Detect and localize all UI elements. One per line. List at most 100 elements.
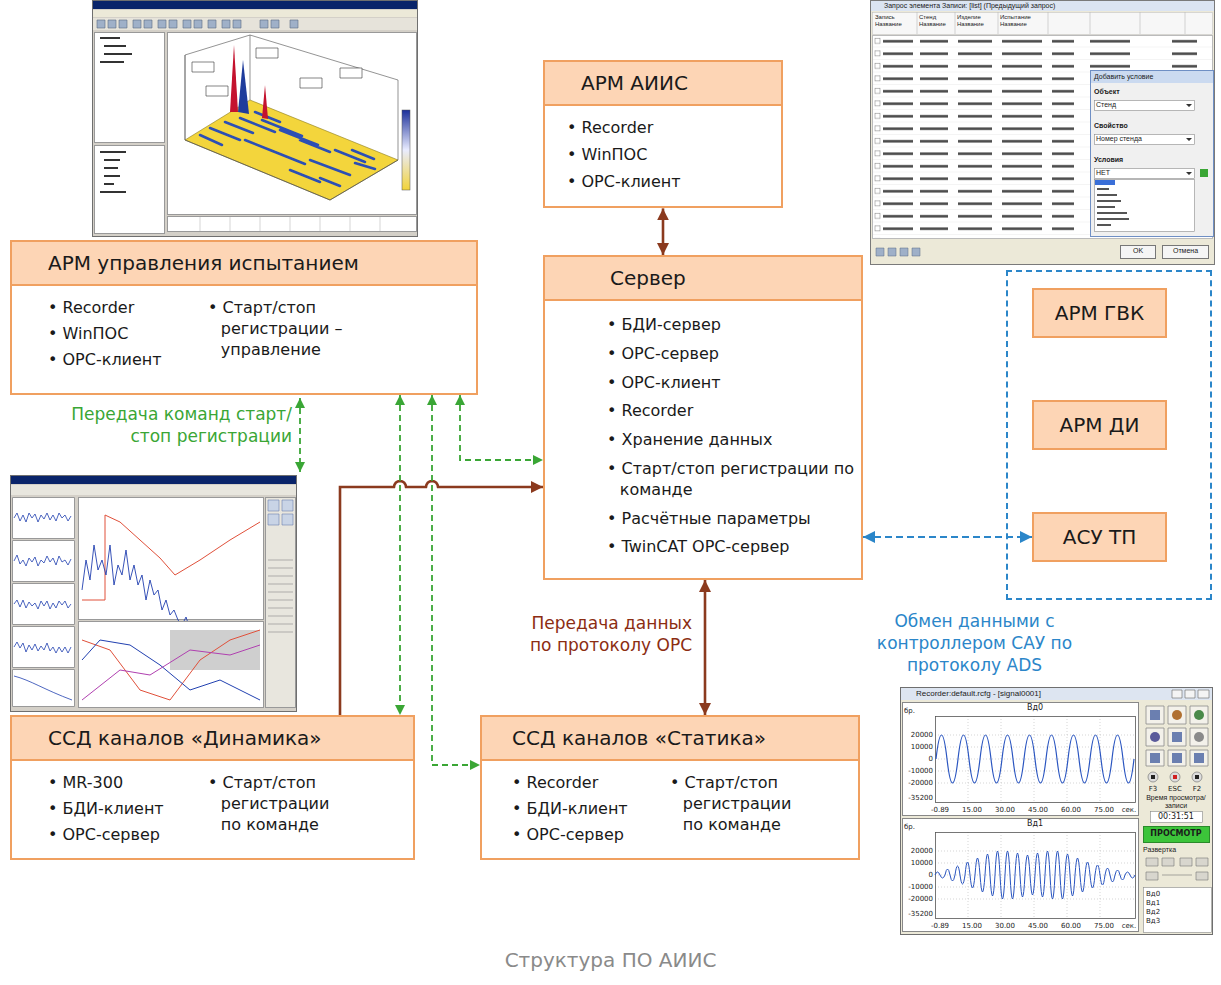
sweep-controls (1146, 858, 1208, 880)
bullet-item: • БДИ-клиент (512, 799, 670, 820)
query-screenshot (871, 1, 1215, 265)
bullet-item: • Старт/стоп регистрации – управление (208, 298, 343, 360)
tool-icon (1194, 732, 1204, 742)
annotation-text: -0.89 (925, 806, 955, 814)
side-buttons (268, 500, 293, 525)
bullet-item: • TwinCAT OPC-сервер (607, 537, 859, 558)
window-bottom-bar (871, 240, 1214, 264)
spectrum-streaks (200, 112, 375, 186)
window-titlebar (901, 688, 1212, 700)
bottom-bar-icons (876, 248, 920, 256)
annotation-text: Запись Название (875, 14, 913, 28)
bullet-item: • Recorder (567, 118, 781, 139)
box-heading: Сервер (610, 265, 855, 291)
combobox (1095, 169, 1195, 179)
bullet-item: • OPC-сервер (48, 825, 208, 846)
ok-button (1121, 246, 1156, 259)
combobox (1095, 101, 1195, 111)
bullet-item: • Хранение данных (607, 430, 859, 451)
tree-panel (95, 146, 165, 234)
spectrum-peak (230, 45, 238, 112)
signal-trace (936, 735, 1134, 783)
dropdown-highlight (1095, 180, 1115, 185)
annotation-text: 10000 (900, 743, 933, 751)
chart-trace (82, 640, 260, 700)
connector (340, 481, 543, 715)
time-box (1151, 812, 1203, 823)
annotation-text: 10000 (900, 859, 933, 867)
annotation-text: 20000 (900, 847, 933, 855)
annotation-text: F3 (1143, 785, 1163, 793)
annotation-text: Свойство (1094, 122, 1194, 130)
side-table (268, 560, 293, 632)
annotation-text: ESC (1165, 785, 1185, 793)
system-box: АРМ ДИ (1032, 400, 1167, 450)
box-heading: ССД каналов «Динамика» (48, 725, 407, 751)
channel-panels (13, 498, 75, 707)
annotation-text: 45.00 (1023, 922, 1053, 930)
window-toolbar (11, 485, 296, 495)
annotation-text: 60.00 (1056, 806, 1086, 814)
annotation-text: Запрос элемента Записи: [list] (Предыдущ… (884, 2, 1184, 10)
plot-grid (935, 716, 1135, 918)
window-titlebar (93, 1, 417, 9)
channel-list (1144, 888, 1212, 933)
annotation-text: Изделие Название (957, 14, 996, 28)
annotation-text: 45.00 (1023, 806, 1053, 814)
annotation-text: 0 (900, 871, 933, 879)
box-header-band: Сервер (545, 257, 861, 301)
bullet-item: • WinПОС (48, 324, 208, 345)
annotation-text: -35200 (900, 794, 933, 802)
box-label: АСУ ТП (1063, 525, 1136, 549)
annotation-text: Объект (1094, 88, 1194, 96)
spectrum-peak (238, 60, 249, 114)
connector (432, 395, 480, 765)
plot-area (168, 33, 417, 215)
tool-buttons (1146, 706, 1208, 766)
window-titlebar (871, 1, 1214, 11)
box-label: АРМ ДИ (1060, 413, 1140, 437)
annotation-text: Время просмотра/записи (1141, 794, 1211, 810)
window-buttons (1172, 690, 1209, 698)
command-leader-line (299, 398, 301, 472)
bullet-item: • Старт/стоп регистрации по команде (208, 773, 343, 835)
annotation-text: Номер стенда (1096, 135, 1184, 143)
results-table-grid (200, 217, 380, 231)
combobox-arrows (1186, 104, 1192, 175)
annotation-text: Вд0 (1146, 890, 1186, 898)
annotation-text: Вд1 (1146, 899, 1186, 907)
dynamics-screenshot (11, 476, 297, 712)
bullet-item: • OPC-клиент (48, 350, 208, 371)
combobox (1095, 135, 1195, 145)
bullet-item: • БДИ-клиент (48, 799, 208, 820)
acquisition-box: ССД каналов «Динамика»• MR-300• БДИ-клие… (10, 715, 415, 860)
view-button (1144, 827, 1210, 843)
connector (399, 395, 401, 715)
bullet-item: • Recorder (48, 298, 208, 319)
workstation-box: АРМ АИИС• Recorder• WinПОС• OPC-клиент (543, 60, 783, 208)
button-glyph (1173, 775, 1177, 779)
annotation-text: Вд2 (1146, 908, 1186, 916)
bullet-item: • Старт/стоп регистрации по команде (607, 459, 859, 501)
table-header-dividers (917, 12, 1185, 34)
spectrum-peak (262, 85, 268, 119)
window-menubar (93, 10, 417, 17)
tool-icons (1150, 710, 1204, 763)
window-frame (871, 1, 1215, 265)
annotation-text: ПРОСМОТР (1143, 829, 1209, 838)
table-header (873, 13, 1213, 35)
acquisition-box: ССД каналов «Статика»• Recorder• БДИ-кли… (480, 715, 860, 860)
annotation-text: 75.00 (1089, 806, 1119, 814)
window-frame (901, 688, 1213, 935)
add-icon (1200, 169, 1208, 177)
annotation-text: -10000 (900, 767, 933, 775)
side-panel (266, 498, 296, 708)
button-glyphs (1151, 775, 1199, 779)
main-chart (79, 498, 264, 620)
bullet-item: • Расчётные параметры (607, 509, 859, 530)
box-header-band: ССД каналов «Статика» (482, 717, 858, 761)
tool-icon (1194, 710, 1204, 720)
annotation-text: бр. (904, 707, 934, 715)
bullet-item: • БДИ-сервер (607, 315, 859, 336)
winpos-screenshot (93, 1, 418, 237)
